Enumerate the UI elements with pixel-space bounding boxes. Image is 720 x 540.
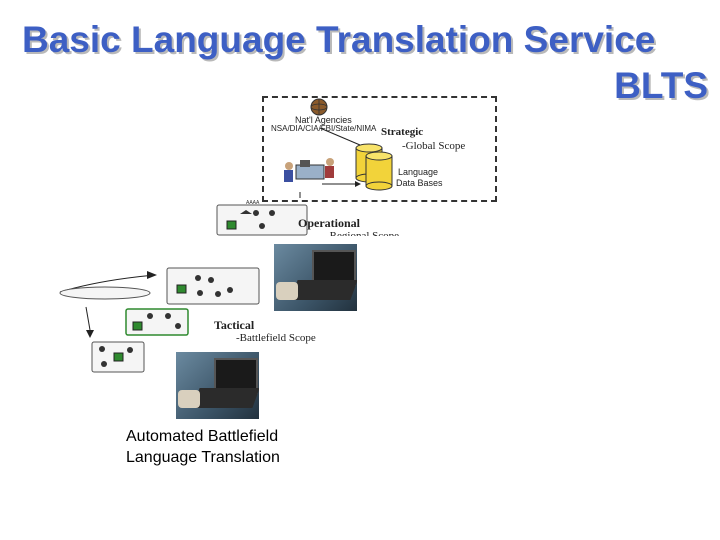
regional-scope-label: -Regional Scope (326, 230, 400, 236)
db-label-line2: Data Bases (396, 178, 443, 188)
title-line-1: Basic Language Translation Service (22, 19, 656, 60)
people-icon (284, 158, 334, 182)
caption-line-1: Automated Battlefield (126, 428, 279, 445)
soldier-icon (276, 282, 298, 300)
strategic-label: Strategic (381, 126, 424, 138)
caption-line-2: Language Translation (126, 449, 280, 466)
soldier-icon (178, 390, 200, 408)
agencies-list: NSA/DIA/CIA/FBI/State/NIMA (271, 124, 377, 133)
laptop-keyboard (192, 388, 259, 408)
national-agencies-label: Nat'l Agencies (295, 115, 352, 125)
laptop-keyboard (290, 280, 357, 300)
caption: Automated Battlefield Language Translati… (126, 426, 280, 468)
aircraft-icon (59, 271, 157, 338)
strategic-box (262, 96, 497, 202)
tactical-label: Tactical (214, 318, 255, 332)
laptop-photo-tactical (176, 352, 259, 419)
globe-icon (310, 98, 328, 116)
laptop-photo-operational (274, 244, 357, 311)
operational-label: Operational (298, 216, 360, 230)
operational-network-panel: AAAA (216, 200, 308, 236)
battlefield-scope-label: -Battlefield Scope (236, 332, 316, 344)
db-label-line1: Language (398, 167, 439, 177)
tactical-network-panel (91, 267, 260, 373)
global-scope-label: -Global Scope (402, 140, 466, 152)
svg-text:AAAA: AAAA (246, 200, 260, 206)
database-icon (355, 143, 393, 191)
title-line-2: BLTS (614, 65, 708, 106)
